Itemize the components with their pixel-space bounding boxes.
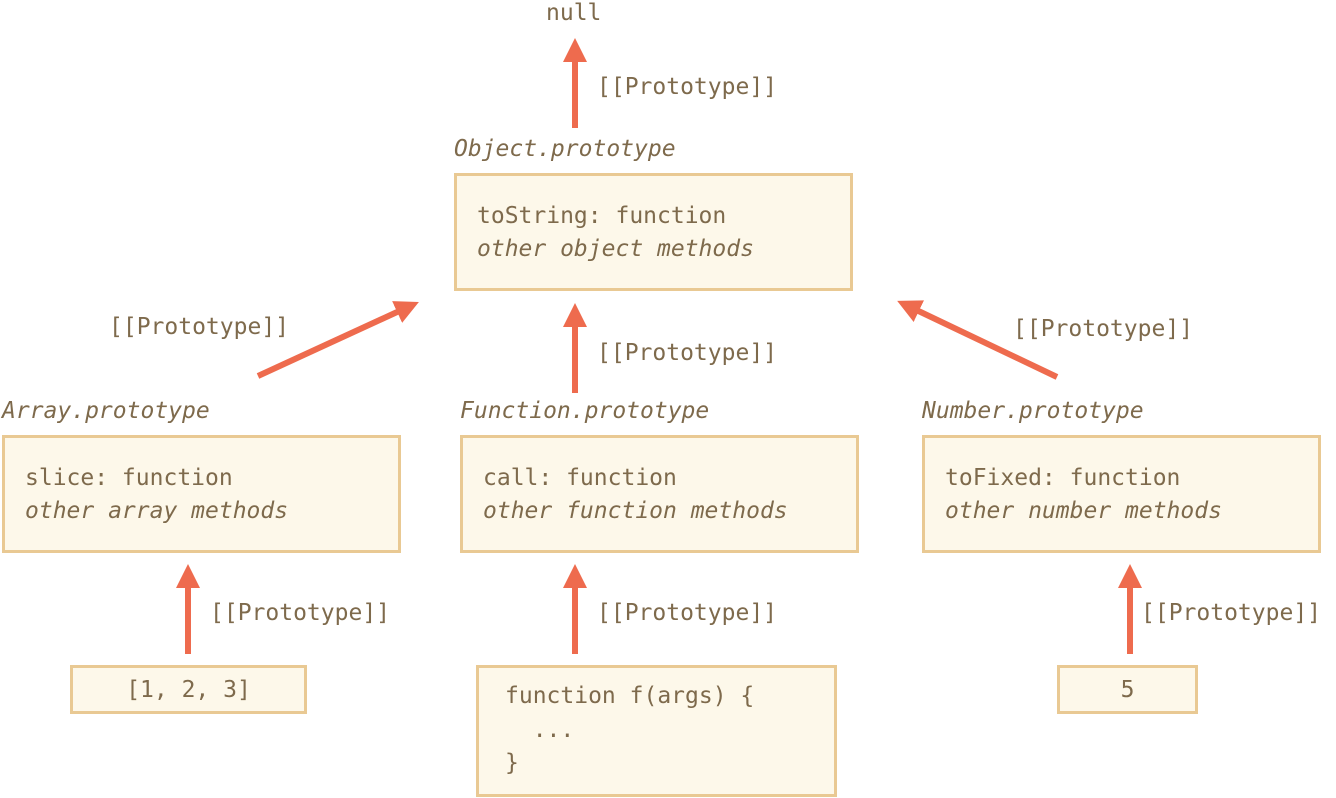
number-prototype-title: Number.prototype (922, 398, 1144, 424)
prototype-label-object-null: [[Prototype]] (597, 74, 778, 100)
array-instance-box: [1, 2, 3] (70, 665, 307, 714)
prototype-label-function-object: [[Prototype]] (597, 340, 778, 366)
object-prototype-title: Object.prototype (454, 136, 676, 162)
array-instance-value: [1, 2, 3] (126, 676, 251, 703)
function-prototype-title: Function.prototype (460, 398, 710, 424)
object-prototype-box: toString: function other object methods (454, 173, 853, 291)
function-instance-box: function f(args) { ... } (476, 665, 837, 797)
function-prototype-box: call: function other function methods (460, 435, 859, 553)
array-prototype-other-methods: other array methods (25, 498, 289, 524)
function-instance-line-1: function f(args) { (505, 683, 755, 709)
function-instance-line-2: ... (505, 717, 575, 743)
array-prototype-method: slice: function (25, 465, 233, 491)
number-prototype-other-methods: other number methods (945, 498, 1222, 524)
object-prototype-method: toString: function (477, 203, 727, 229)
function-instance-line-3: } (505, 750, 519, 776)
prototype-label-number-instance: [[Prototype]] (1141, 600, 1322, 626)
prototype-label-array-instance: [[Prototype]] (210, 600, 391, 626)
object-prototype-other-methods: other object methods (477, 236, 754, 262)
prototype-label-number-object: [[Prototype]] (1013, 316, 1194, 342)
function-prototype-method: call: function (483, 465, 677, 491)
number-prototype-box: toFixed: function other number methods (922, 435, 1321, 553)
null-label: null (546, 0, 602, 26)
number-prototype-method: toFixed: function (945, 465, 1181, 491)
arrow-array-to-object (256, 301, 419, 379)
array-prototype-box: slice: function other array methods (2, 435, 401, 553)
arrow-number-to-object (897, 300, 1059, 380)
number-instance-box: 5 (1057, 665, 1198, 714)
prototype-label-array-object: [[Prototype]] (109, 314, 290, 340)
number-instance-value: 5 (1120, 676, 1135, 703)
prototype-label-function-instance: [[Prototype]] (597, 600, 778, 626)
array-prototype-title: Array.prototype (2, 398, 210, 424)
function-prototype-other-methods: other function methods (483, 498, 788, 524)
